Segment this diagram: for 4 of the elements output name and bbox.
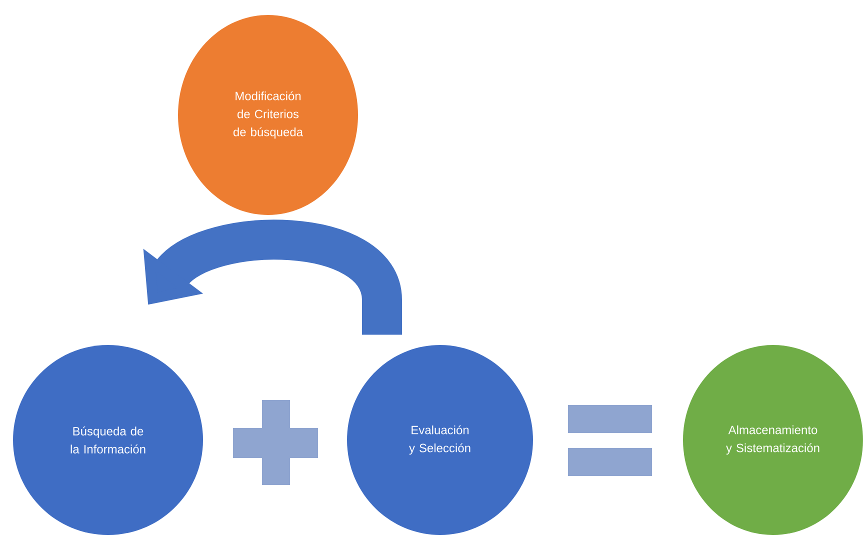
circle-node: Búsqueda de la Información	[13, 345, 203, 535]
circle-node: Evaluación y Selección	[347, 345, 533, 535]
ellipse-node: Modificación de Criterios de búsqueda	[178, 15, 358, 215]
circle-node: Almacenamiento y Sistematización	[683, 345, 863, 535]
